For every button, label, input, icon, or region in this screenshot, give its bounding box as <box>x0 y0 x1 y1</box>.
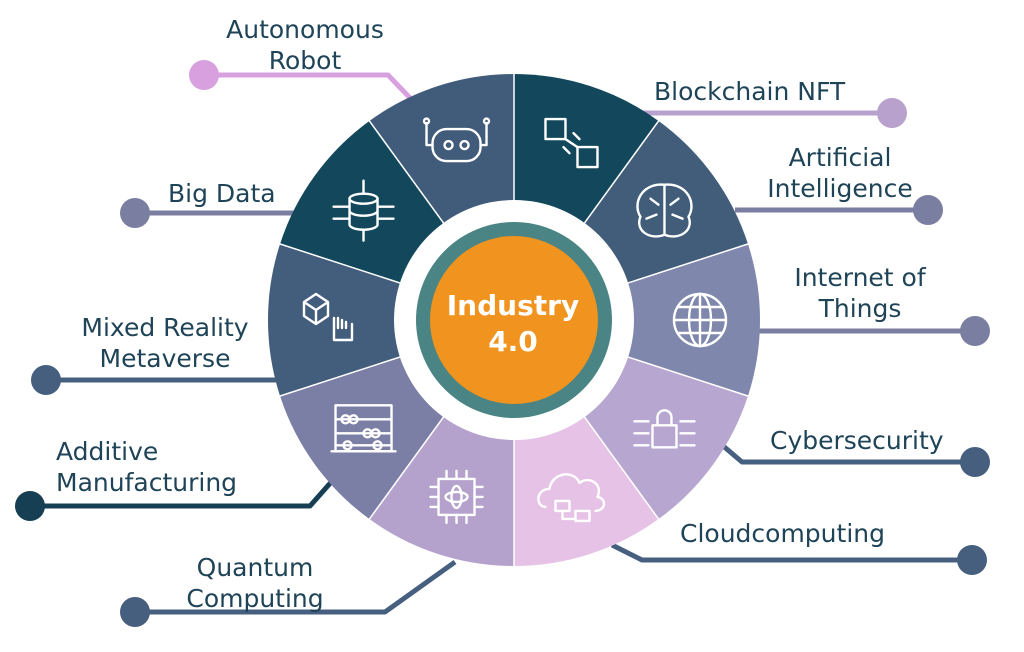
blockchain-icon <box>544 117 599 169</box>
label-ai-line2: Intelligence <box>767 174 913 203</box>
connector-node-ai <box>913 195 943 225</box>
label-quantum-line2: Computing <box>186 584 324 613</box>
label-iot-line1: Internet of <box>794 263 926 292</box>
chip-icon <box>429 469 484 525</box>
label-robot-line2: Robot <box>268 46 342 75</box>
label-mixed: Mixed Reality Metaverse <box>50 312 280 374</box>
label-cloud: Cloudcomputing <box>680 518 885 549</box>
label-quantum: Quantum Computing <box>160 552 350 614</box>
label-cyber-text: Cybersecurity <box>770 426 944 455</box>
connector-line-cyber <box>720 443 975 465</box>
label-iot-line2: Things <box>818 294 902 323</box>
globe-icon <box>672 292 728 348</box>
label-mixed-line2: Metaverse <box>99 344 231 373</box>
hub-title-line1: Industry <box>446 289 580 322</box>
label-blockchain: Blockchain NFT <box>654 76 845 107</box>
label-additive: Additive Manufacturing <box>56 436 237 498</box>
hub-title: Industry 4.0 <box>430 288 596 360</box>
label-bigdata: Big Data <box>168 178 276 209</box>
connector-node-cyber <box>960 447 990 477</box>
connector-line-additive <box>30 478 335 509</box>
connector-node-iot <box>960 316 990 346</box>
robot-icon <box>422 117 491 163</box>
connector-node-quantum <box>120 597 150 627</box>
hub-title-line2: 4.0 <box>488 325 538 358</box>
connector-line-cloud <box>610 542 972 563</box>
brain-icon <box>636 183 693 238</box>
wheel-segment-mixed <box>268 243 514 397</box>
abacus-icon <box>330 404 397 453</box>
label-additive-line1: Additive <box>56 437 159 466</box>
connector-line-quantum <box>135 559 457 615</box>
label-robot: Autonomous Robot <box>205 14 405 76</box>
connector-node-mixed <box>31 365 61 395</box>
label-iot: Internet of Things <box>760 262 960 324</box>
vr-hand-icon <box>302 292 354 342</box>
label-mixed-line1: Mixed Reality <box>81 313 249 342</box>
label-blockchain-text: Blockchain NFT <box>654 77 846 106</box>
wheel-segment-iot <box>514 243 760 397</box>
label-additive-line2: Manufacturing <box>56 468 238 497</box>
label-cyber: Cybersecurity <box>770 425 944 456</box>
label-bigdata-text: Big Data <box>168 179 276 208</box>
label-quantum-line1: Quantum <box>196 553 314 582</box>
hub-center <box>430 236 598 404</box>
connector-node-blockchain <box>877 98 907 128</box>
label-robot-line1: Autonomous <box>226 15 384 44</box>
database-icon <box>332 179 395 242</box>
connector-node-cloud <box>957 545 987 575</box>
label-ai-line1: Artificial <box>788 143 892 172</box>
label-ai: Artificial Intelligence <box>740 142 940 204</box>
connector-node-bigdata <box>120 198 150 228</box>
connector-node-additive <box>15 491 45 521</box>
lock-icon <box>633 409 696 449</box>
cloud-icon <box>537 473 606 523</box>
connector-node-robot <box>189 60 219 90</box>
label-cloud-text: Cloudcomputing <box>680 519 885 548</box>
connector-line-robot <box>204 72 414 102</box>
